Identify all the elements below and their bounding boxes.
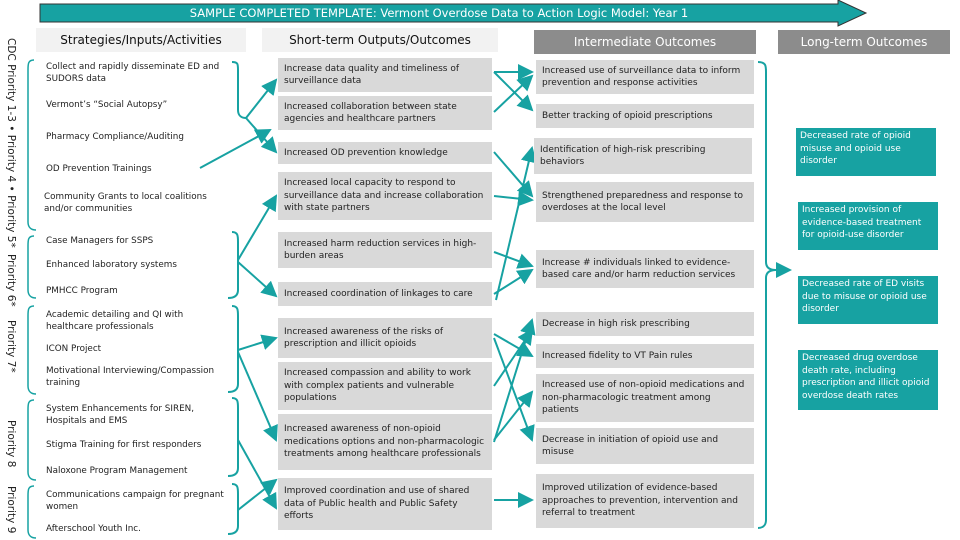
connector-lines	[199, 61, 792, 535]
header-intermediate: Intermediate Outcomes	[534, 30, 756, 54]
intermediate-box: Increase # individuals linked to evidenc…	[536, 250, 754, 288]
strategy-item: Communications campaign for pregnant wom…	[46, 490, 224, 512]
intermediate-box: Strengthened preparedness and response t…	[536, 182, 754, 222]
short-term-box: Increased coordination of linkages to ca…	[278, 282, 492, 306]
intermediate-box: Increased fidelity to VT Pain rules	[536, 344, 754, 368]
strategy-item: System Enhancements for SIREN, Hospitals…	[46, 404, 195, 426]
intermediate-box: Identification of high-risk prescribing …	[534, 138, 752, 174]
short-term-box: Increased local capacity to respond to s…	[278, 172, 492, 220]
intermediate-box: Decrease in initiation of opioid use and…	[536, 428, 754, 464]
short-term-box: Increased awareness of non-opioid medica…	[278, 414, 492, 470]
strategy-item: Naloxone Program Management	[46, 466, 188, 476]
strategy-item: Vermont’s “Social Autopsy”	[46, 100, 168, 110]
intermediate-box: Increased use of surveillance data to in…	[536, 60, 754, 94]
strategy-item: PMHCC Program	[46, 286, 118, 296]
long-term-box: Decreased drug overdose death rate, incl…	[798, 350, 938, 410]
strategy-item: Pharmacy Compliance/Auditing	[46, 132, 184, 142]
strategy-item: Academic detailing and QI with healthcar…	[46, 310, 184, 332]
short-term-box: Increased OD prevention knowledge	[278, 142, 492, 164]
strategy-item: Stigma Training for first responders	[46, 440, 202, 450]
header-long-term: Long-term Outcomes	[778, 30, 950, 54]
intermediate-box: Decrease in high risk prescribing	[536, 312, 754, 336]
header-short-term: Short-term Outputs/Outcomes	[262, 28, 498, 52]
strategy-item: Afterschool Youth Inc.	[46, 524, 141, 534]
intermediate-box: Improved utilization of evidence-based a…	[536, 474, 754, 528]
strategy-item: Collect and rapidly disseminate ED and S…	[46, 62, 220, 84]
strategy-item: Enhanced laboratory systems	[46, 260, 177, 270]
short-term-box: Improved coordination and use of shared …	[278, 478, 492, 530]
strategy-item: Community Grants to local coalitions and…	[44, 192, 207, 214]
long-term-box: Increased provision of evidence-based tr…	[798, 202, 938, 250]
intermediate-box: Better tracking of opioid prescriptions	[536, 104, 754, 128]
short-term-box: Increased collaboration between state ag…	[278, 96, 492, 130]
long-term-box: Decreased rate of ED visits due to misus…	[798, 276, 938, 324]
long-term-box: Decreased rate of opioid misuse and opio…	[796, 128, 936, 176]
strategy-item: Case Managers for SSPS	[46, 236, 154, 246]
strategy-item: Motivational Interviewing/Compassion tra…	[46, 366, 215, 388]
short-term-box: Increased compassion and ability to work…	[278, 362, 492, 410]
short-term-box: Increased awareness of the risks of pres…	[278, 318, 492, 358]
short-term-box: Increase data quality and timeliness of …	[278, 58, 492, 92]
strategy-item: ICON Project	[46, 344, 102, 354]
intermediate-box: Increased use of non-opioid medications …	[536, 374, 754, 422]
short-term-box: Increased harm reduction services in hig…	[278, 232, 492, 268]
header-strategies: Strategies/Inputs/Activities	[36, 28, 246, 52]
title-arrow	[39, 0, 868, 27]
strategy-item: OD Prevention Trainings	[46, 164, 152, 174]
page-title: SAMPLE COMPLETED TEMPLATE: Vermont Overd…	[189, 6, 689, 20]
